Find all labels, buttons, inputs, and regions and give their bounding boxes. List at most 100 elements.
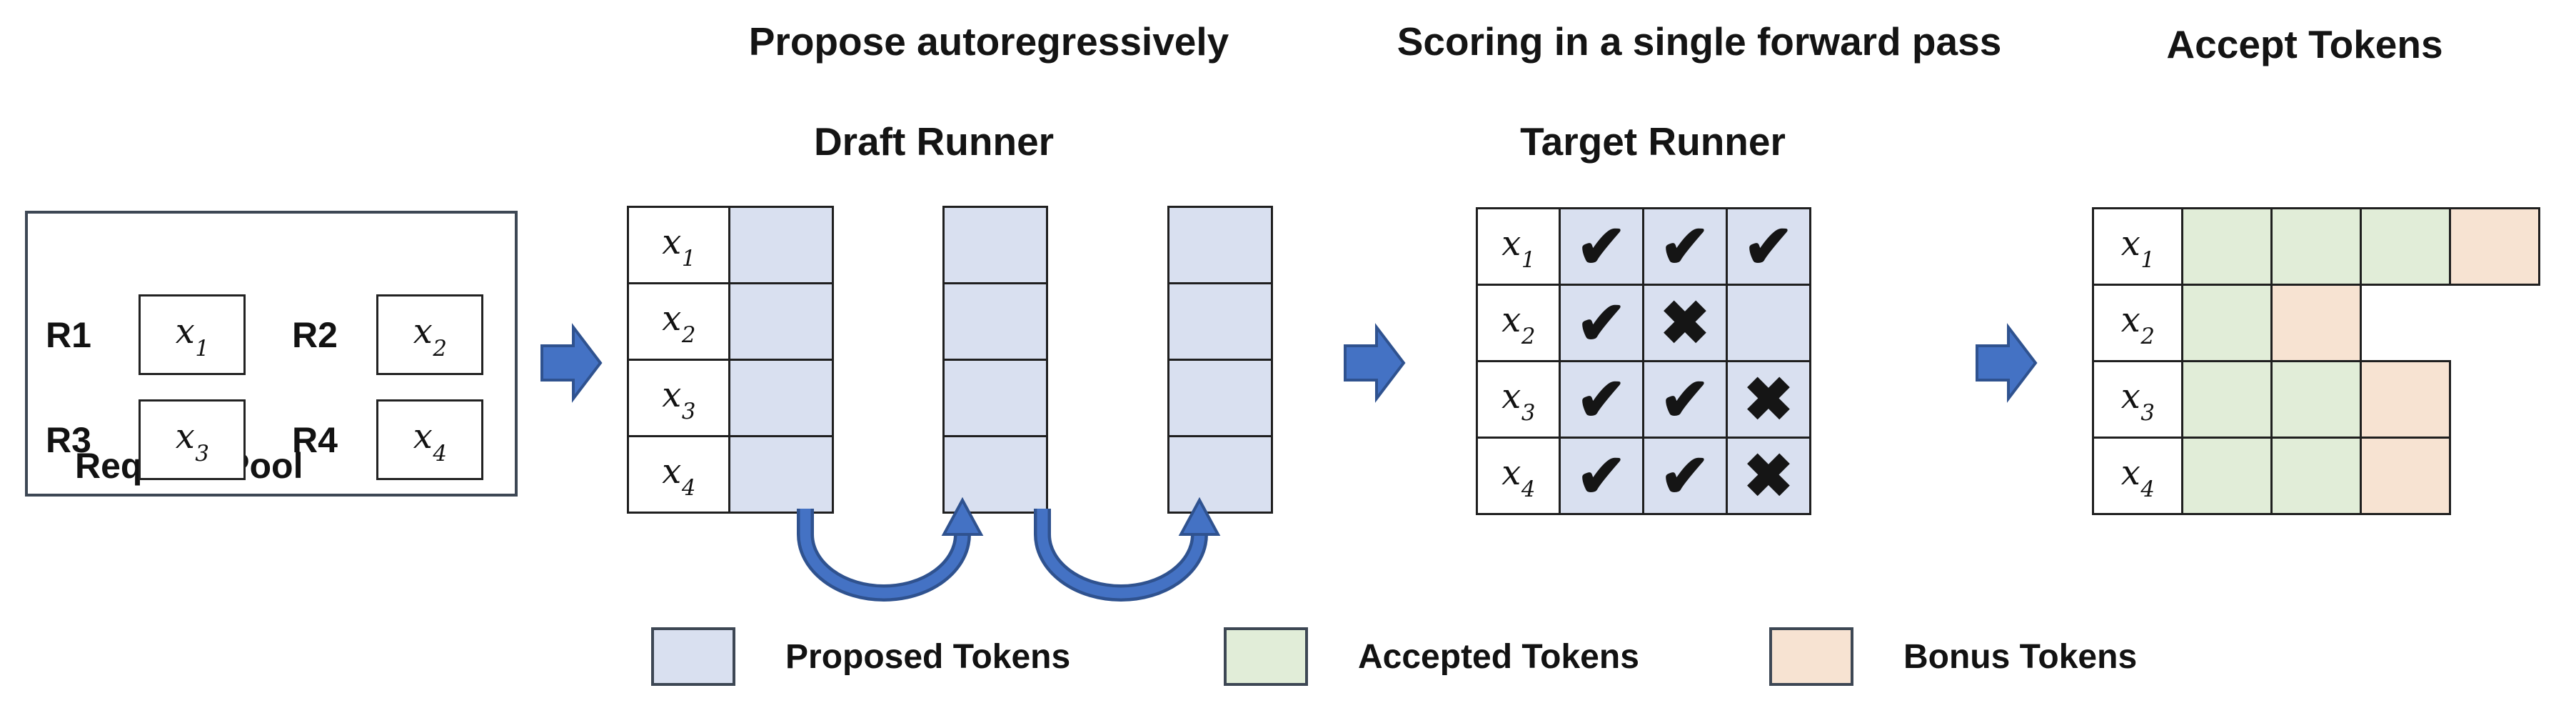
draft-proposed-cell — [942, 282, 1048, 361]
token-label: x3 — [1501, 376, 1536, 427]
grid — [1167, 206, 1273, 514]
target-score-cell: ✔ — [1642, 437, 1728, 515]
draft-row-label: x2 — [627, 282, 730, 361]
draft-proposed-cell — [942, 206, 1048, 284]
target-score-cell: ✖ — [1726, 360, 1811, 439]
accept-row-label: x1 — [2092, 207, 2183, 286]
accepted-token-swatch-icon — [1224, 627, 1308, 686]
grid: x1 ✔ ✔ ✔ x2 ✔ ✖ x3 ✔ ✔ ✖ x4 ✔ — [1476, 207, 1811, 515]
autoregressive-loop-arrows-icon — [797, 497, 1221, 602]
accept-row-label: x4 — [2092, 437, 2183, 515]
token-label: x2 — [662, 298, 696, 349]
draft-proposed-cell — [942, 435, 1048, 514]
check-icon: ✔ — [1659, 442, 1711, 509]
draft-row-label: x4 — [627, 435, 730, 514]
accept-row-label: x3 — [2092, 360, 2183, 439]
token-label: x1 — [2120, 223, 2155, 274]
draft-proposed-cell — [1167, 282, 1273, 361]
flow-arrow-pool-to-draft-icon — [540, 323, 603, 403]
flow-arrow-target-to-accept-icon — [1976, 323, 2038, 403]
target-score-cell: ✔ — [1642, 360, 1728, 439]
accept-accepted-cell — [2181, 284, 2273, 362]
check-icon: ✔ — [1743, 213, 1794, 280]
target-row-label: x3 — [1476, 360, 1561, 439]
accept-accepted-cell — [2270, 437, 2362, 515]
check-icon: ✔ — [1659, 366, 1711, 433]
accept-bonus-cell — [2360, 437, 2451, 515]
target-row-label: x1 — [1476, 207, 1561, 286]
request-id-label: R1 — [46, 314, 91, 355]
accept-tokens-title: Accept Tokens — [2166, 22, 2443, 66]
token-label: x1 — [1501, 223, 1536, 274]
grid: x1 x2 x3 x4 — [627, 206, 834, 514]
target-score-cell: ✖ — [1642, 284, 1728, 362]
request-token-box: x4 — [376, 399, 483, 480]
accept-bonus-cell — [2270, 284, 2362, 362]
draft-row-label: x1 — [627, 206, 730, 284]
check-icon: ✔ — [1659, 213, 1711, 280]
cross-icon: ✖ — [1743, 366, 1794, 433]
accept-accepted-cell — [2181, 207, 2273, 286]
draft-proposed-cell — [728, 435, 834, 514]
draft-proposed-cell — [728, 206, 834, 284]
target-score-cell: ✔ — [1559, 284, 1644, 362]
token-label: x3 — [2120, 376, 2155, 427]
token-label: x4 — [1501, 452, 1536, 503]
target-score-cell: ✔ — [1559, 437, 1644, 515]
accept-accepted-cell — [2181, 360, 2273, 439]
token-label: x4 — [413, 417, 447, 467]
accept-bonus-cell — [2449, 207, 2540, 286]
request-token-box: x2 — [376, 294, 483, 375]
target-row-label: x2 — [1476, 284, 1561, 362]
token-label: x4 — [2120, 452, 2155, 503]
accept-accepted-cell — [2270, 360, 2362, 439]
check-icon: ✔ — [1576, 213, 1627, 280]
check-icon: ✔ — [1576, 289, 1627, 357]
request-id-label: R2 — [292, 314, 338, 355]
request-token-box: x1 — [139, 294, 246, 375]
draft-proposed-cell — [1167, 435, 1273, 514]
grid — [942, 206, 1048, 514]
draft-row-label: x3 — [627, 359, 730, 437]
legend-label: Accepted Tokens — [1358, 637, 1639, 676]
grid: x1 x2 x3 x4 — [2092, 207, 2540, 515]
request-id-label: R4 — [292, 419, 338, 460]
token-label: x2 — [413, 311, 447, 362]
target-score-cell: ✔ — [1559, 360, 1644, 439]
bonus-token-swatch-icon — [1769, 627, 1853, 686]
cross-icon: ✖ — [1743, 442, 1794, 509]
legend-label: Proposed Tokens — [785, 637, 1071, 676]
draft-proposed-cell — [1167, 206, 1273, 284]
draft-step-title: Propose autoregressively — [748, 19, 1229, 64]
proposed-token-swatch-icon — [651, 627, 735, 686]
accept-row-label: x2 — [2092, 284, 2183, 362]
token-label: x3 — [175, 417, 209, 467]
legend-item-accepted: Accepted Tokens — [1224, 627, 1639, 686]
request-token-box: x3 — [139, 399, 246, 480]
target-row-label: x4 — [1476, 437, 1561, 515]
cross-icon: ✖ — [1659, 289, 1711, 357]
request-id-label: R3 — [46, 419, 91, 460]
legend-label: Bonus Tokens — [1903, 637, 2138, 676]
token-label: x2 — [1501, 299, 1536, 350]
legend-item-bonus: Bonus Tokens — [1769, 627, 2137, 686]
target-score-cell — [1726, 284, 1811, 362]
token-label: x1 — [662, 221, 696, 272]
accept-bonus-cell — [2360, 360, 2451, 439]
token-label: x4 — [662, 451, 696, 502]
target-score-cell: ✖ — [1726, 437, 1811, 515]
target-score-cell: ✔ — [1726, 207, 1811, 286]
draft-proposed-cell — [1167, 359, 1273, 437]
legend-item-proposed: Proposed Tokens — [651, 627, 1070, 686]
draft-proposed-cell — [728, 359, 834, 437]
check-icon: ✔ — [1576, 366, 1627, 433]
draft-runner-title: Draft Runner — [813, 119, 1055, 164]
accept-accepted-cell — [2270, 207, 2362, 286]
target-runner-title: Target Runner — [1520, 119, 1786, 164]
flow-arrow-draft-to-target-icon — [1344, 323, 1406, 403]
draft-proposed-cell — [942, 359, 1048, 437]
token-label: x2 — [2120, 299, 2155, 350]
accept-accepted-cell — [2181, 437, 2273, 515]
token-label: x3 — [662, 374, 696, 425]
